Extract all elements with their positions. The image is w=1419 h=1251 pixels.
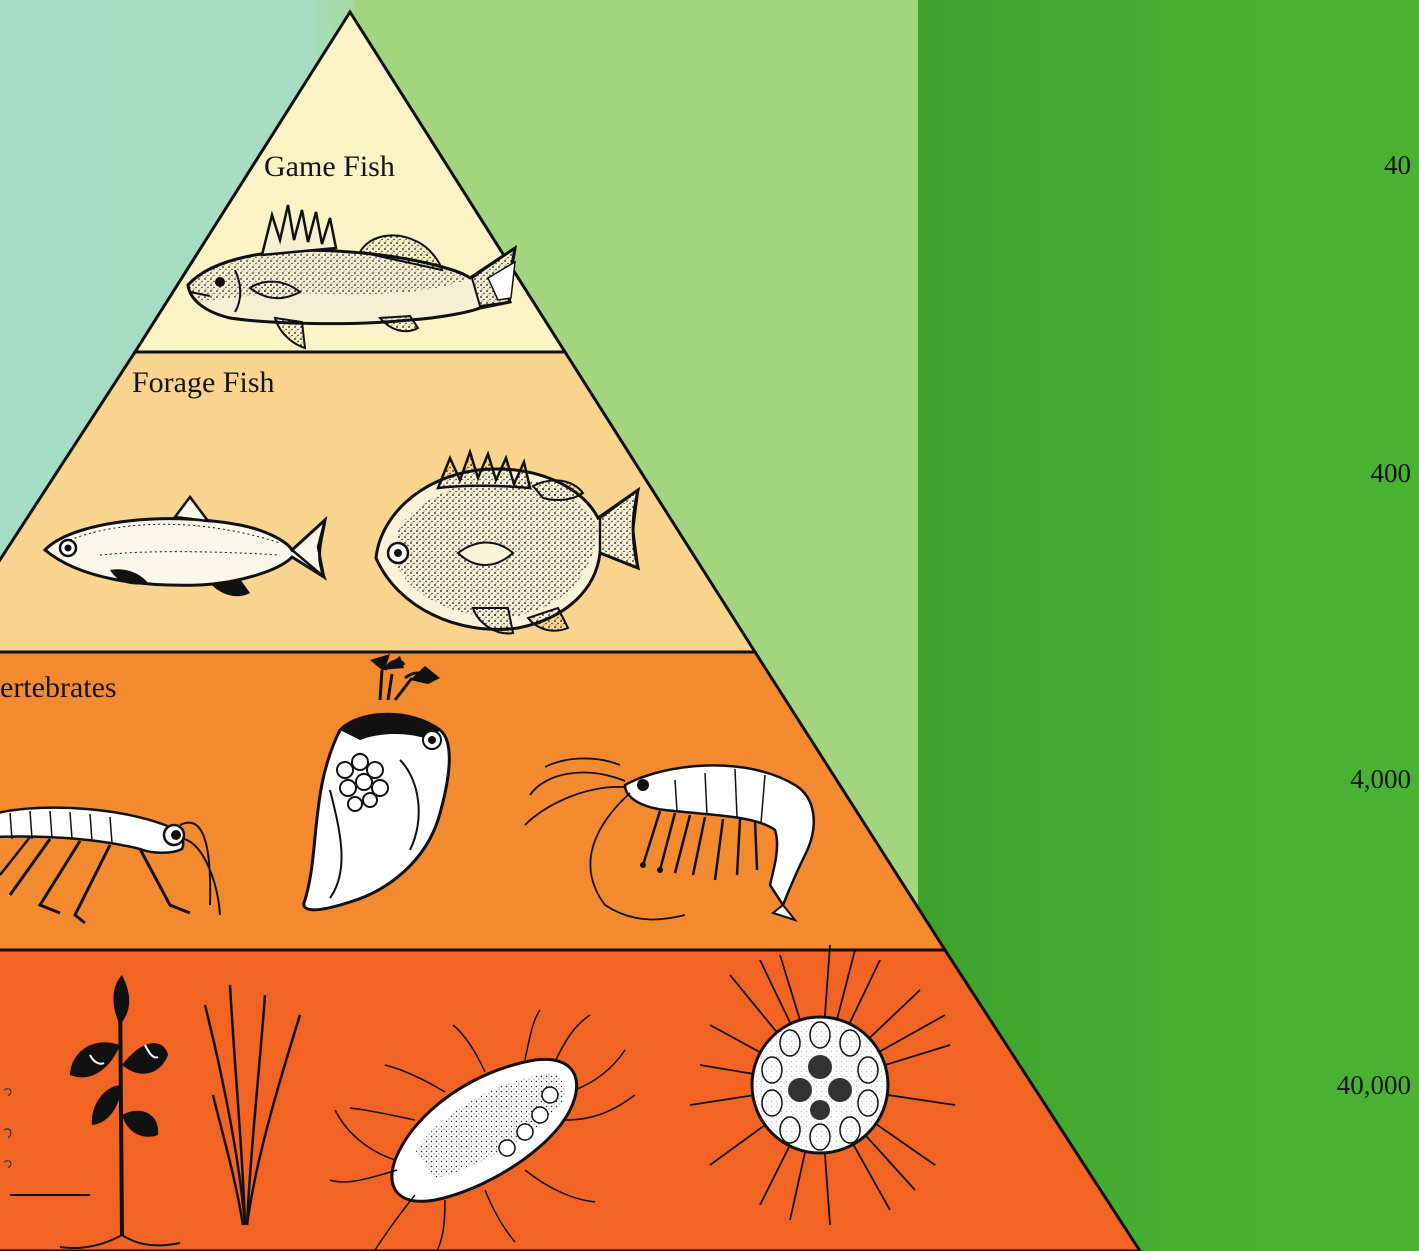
tier-label-game-fish: Game Fish (264, 150, 395, 184)
tier-label-invertebrates: ertebrates (0, 671, 117, 705)
count-producers: 40,000 (1337, 1070, 1411, 1101)
count-forage-fish: 400 (1371, 458, 1412, 489)
tier-label-forage-fish: Forage Fish (132, 366, 275, 400)
count-invertebrates: 4,000 (1350, 764, 1411, 795)
count-game-fish: 40 (1384, 150, 1411, 181)
